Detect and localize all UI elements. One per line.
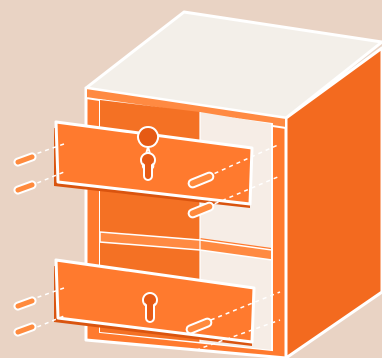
keyhole-icon <box>143 293 157 322</box>
